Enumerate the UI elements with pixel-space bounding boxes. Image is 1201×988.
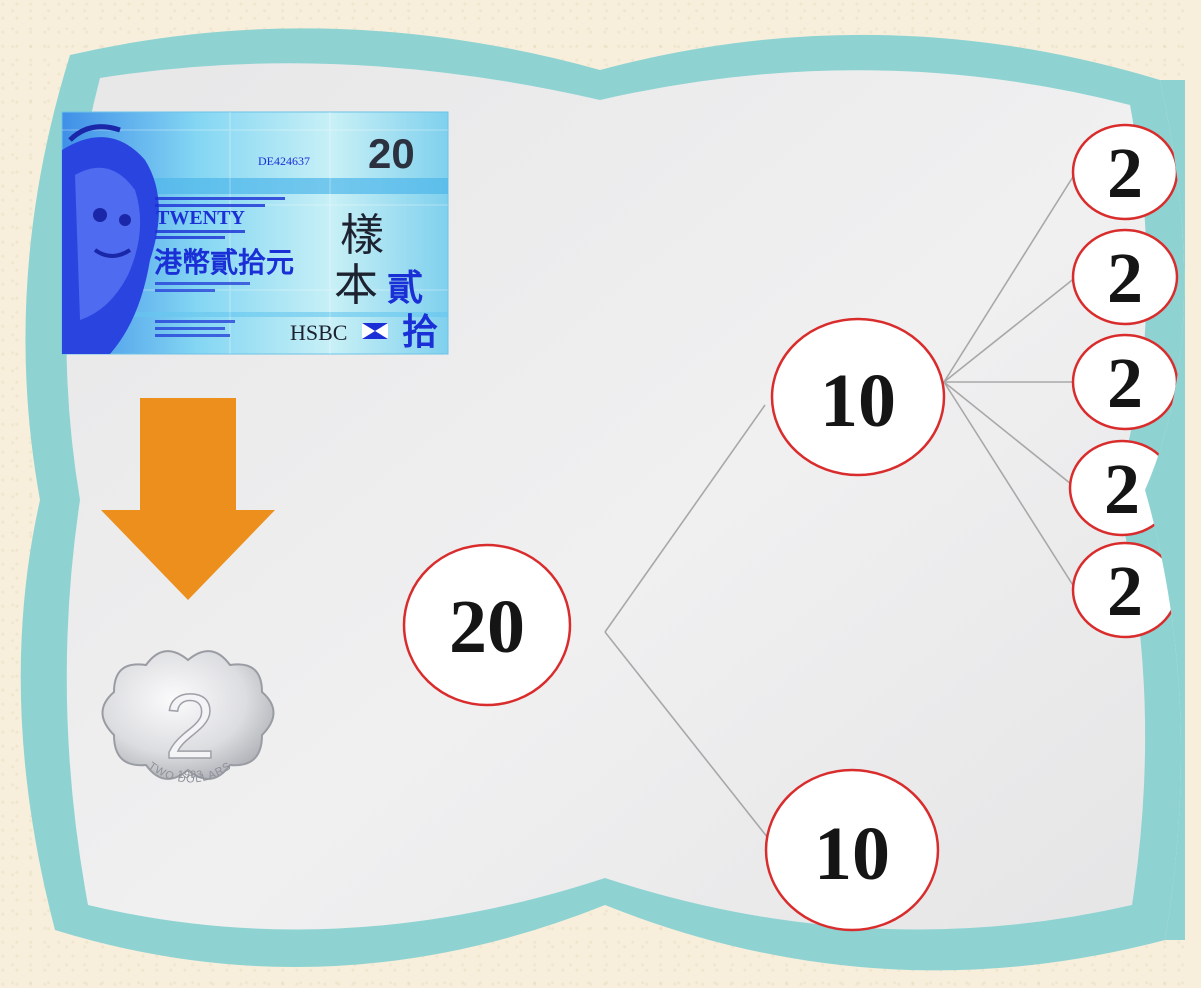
two-dollar-coin: 2 1993 TWO DOLLARS xyxy=(101,650,275,786)
node-two-2: 2 xyxy=(1071,228,1179,326)
connector-ten-coin-4 xyxy=(943,381,1077,489)
banknote-chinese-amount: 港幣貳拾元 xyxy=(154,247,294,279)
banknote-chinese-twenty-1: 貳 xyxy=(387,268,423,308)
node-two-3-label: 2 xyxy=(1107,343,1143,423)
banknote-serial: DE424637 xyxy=(258,154,310,168)
banknote-denomination: 20 xyxy=(368,130,415,177)
node-two-4-label: 2 xyxy=(1104,449,1140,529)
hsbc-logo-icon xyxy=(362,323,388,339)
coin-numeral: 2 xyxy=(164,676,215,778)
connector-ten-coin-5 xyxy=(943,381,1077,591)
banknote-chinese-twenty-2: 拾 xyxy=(402,312,438,352)
node-ten-top-label: 10 xyxy=(820,359,896,443)
node-two-1-label: 2 xyxy=(1107,133,1143,213)
connector-ten-coin-2 xyxy=(943,276,1077,383)
banknote-specimen-char-2: 本 xyxy=(334,261,378,310)
banknote-word: TWENTY xyxy=(156,207,245,229)
connector-root-top xyxy=(604,404,766,633)
banknote-specimen-char-1: 樣 xyxy=(340,211,384,260)
lion-portrait xyxy=(62,124,159,354)
banknote-bank: HSBC xyxy=(290,320,347,345)
node-root: 20 xyxy=(402,543,572,707)
down-arrow-icon xyxy=(101,398,275,600)
banknote-twenty: DE424637 20 TWENTY 港幣貳拾元 樣 本 貳 拾 xyxy=(61,111,449,355)
page-margin-right xyxy=(1185,0,1201,988)
node-root-label: 20 xyxy=(449,585,525,669)
node-ten-bottom: 10 xyxy=(764,768,940,932)
node-two-5-label: 2 xyxy=(1107,551,1143,631)
node-ten-top: 10 xyxy=(770,317,946,477)
coin-year: 1993 xyxy=(178,769,202,781)
node-ten-bottom-label: 10 xyxy=(814,812,890,896)
node-two-3: 2 xyxy=(1071,333,1179,431)
node-two-2-label: 2 xyxy=(1107,238,1143,318)
node-two-1: 2 xyxy=(1071,123,1179,221)
connector-ten-coin-1 xyxy=(943,171,1077,383)
node-two-5: 2 xyxy=(1071,541,1179,639)
connector-root-bottom xyxy=(604,631,769,839)
